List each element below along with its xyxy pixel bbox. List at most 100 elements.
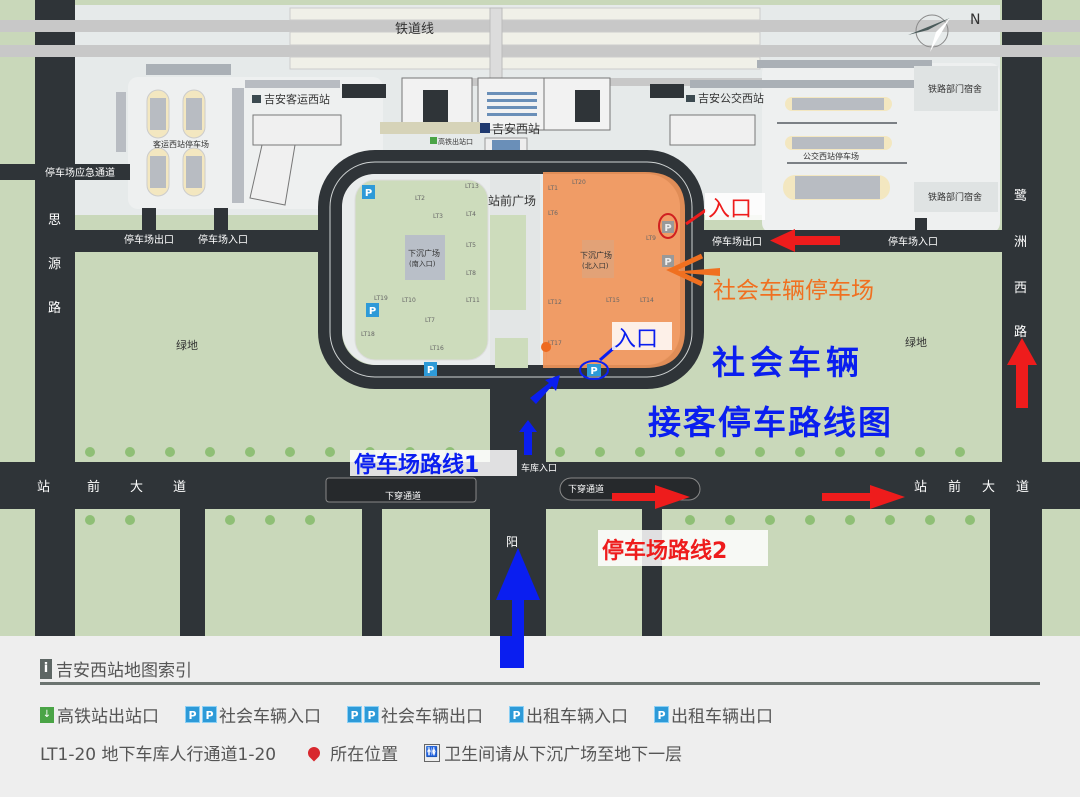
parking-icon: P xyxy=(347,706,362,723)
public-bus-station-label: 吉安公交西站 xyxy=(698,91,764,105)
railway xyxy=(0,7,1080,79)
left-road-label: 源 xyxy=(48,257,61,272)
svg-text:LT20: LT20 xyxy=(572,179,586,186)
left-lot-exit-label: 停车场出口 xyxy=(124,233,174,246)
entry-label-top: 入口 xyxy=(708,197,752,222)
legend-label: 所在位置 xyxy=(330,745,399,765)
route-1-label: 停车场路线1 xyxy=(354,452,479,478)
main-road-label: 前 xyxy=(948,479,961,495)
public-bus-parking-label: 公交西站停车场 xyxy=(803,151,859,161)
right-road-label: 鹭 xyxy=(1014,188,1027,204)
compass-icon xyxy=(908,14,950,52)
parking-icon: P xyxy=(185,706,200,723)
public-bus-bays xyxy=(777,97,907,200)
sunken-plaza-north-sub: (北入口) xyxy=(582,262,609,270)
svg-text:LT11: LT11 xyxy=(466,297,480,304)
location-pin-icon xyxy=(305,744,323,761)
left-road-label: 思 xyxy=(48,213,61,228)
right-road-label: 路 xyxy=(1014,324,1027,340)
svg-text:LT5: LT5 xyxy=(466,242,476,249)
legend-restroom: 🚻卫生间请从下沉广场至地下一层 xyxy=(424,740,682,765)
parking-icons: P P P P P P xyxy=(362,185,674,377)
lt-markers: LT1 LT2 LT3 LT4 LT5 LT6 LT7 LT8 LT9 LT10… xyxy=(361,179,656,352)
svg-text:LT8: LT8 xyxy=(466,270,476,277)
jian-west-station-label: 吉安西站 xyxy=(492,121,540,136)
route-2-label: 停车场路线2 xyxy=(602,538,727,564)
svg-text:P: P xyxy=(664,223,671,234)
legend-title-text: 吉安西站地图索引 xyxy=(56,661,192,681)
legend-label: 出租车辆出口 xyxy=(671,707,773,727)
hsr-exit-label: 高铁出站口 xyxy=(438,137,473,146)
main-road-label: 大 xyxy=(130,480,143,495)
taxi-parking-icon: P xyxy=(654,706,669,723)
svg-text:LT10: LT10 xyxy=(402,297,416,304)
dorm-label-2: 铁路部门宿舍 xyxy=(928,191,982,203)
dorm-label-1: 铁路部门宿舍 xyxy=(928,83,982,95)
plaza-label: 站前广场 xyxy=(488,193,536,208)
svg-text:LT18: LT18 xyxy=(361,331,375,338)
legend-item-hsr-exit: ↓高铁站出站口 xyxy=(40,702,159,727)
south-road-label: 阳 xyxy=(506,535,518,549)
svg-text:LT9: LT9 xyxy=(646,235,656,242)
main-road-label: 站 xyxy=(37,480,50,495)
main-road-label: 站 xyxy=(914,480,927,495)
sunken-plaza-south-label: 下沉广场 xyxy=(408,248,440,258)
svg-text:LT4: LT4 xyxy=(466,211,476,218)
emergency-lane-label: 停车场应急通道 xyxy=(45,166,115,179)
legend-label: LT1-20 地下车库人行通道1-20 xyxy=(40,745,277,765)
svg-text:LT3: LT3 xyxy=(433,213,443,220)
info-icon: i xyxy=(40,658,52,679)
svg-text:P: P xyxy=(427,365,434,376)
svg-text:LT15: LT15 xyxy=(606,297,620,304)
entry-highlight-red xyxy=(658,213,678,239)
right-road-label: 洲 xyxy=(1014,235,1027,250)
svg-text:LT19: LT19 xyxy=(374,295,388,302)
legend-label: 社会车辆入口 xyxy=(219,707,321,727)
left-lot-entry-label: 停车场入口 xyxy=(198,233,248,246)
sunken-plaza-north-label: 下沉广场 xyxy=(580,250,612,260)
svg-text:P: P xyxy=(590,366,597,377)
legend-divider xyxy=(40,682,1040,685)
legend-title: i 吉安西站地图索引 xyxy=(40,656,192,681)
main-road-label: 大 xyxy=(982,480,995,495)
svg-text:LT14: LT14 xyxy=(640,297,654,304)
map-title-line2: 接客停车路线图 xyxy=(648,403,893,442)
bus-west-parking-label: 客运西站停车场 xyxy=(153,139,209,149)
legend-label: 卫生间请从下沉广场至地下一层 xyxy=(444,745,683,765)
parking-icon: P xyxy=(364,706,379,723)
svg-text:P: P xyxy=(365,188,372,199)
svg-text:LT2: LT2 xyxy=(415,195,425,202)
taxi-parking-icon: P xyxy=(509,706,524,723)
underpass-label-2: 下穿通道 xyxy=(568,483,604,495)
bus-west-station-label: 吉安客运西站 xyxy=(264,92,330,106)
route-arrows xyxy=(496,208,1037,640)
legend-lt-note: LT1-20 地下车库人行通道1-20 xyxy=(40,740,276,765)
svg-text:P: P xyxy=(369,306,376,317)
underpass-label-1: 下穿通道 xyxy=(385,490,421,502)
social-parking-label: 社会车辆停车场 xyxy=(713,278,874,304)
svg-text:LT6: LT6 xyxy=(548,210,558,217)
svg-text:LT13: LT13 xyxy=(465,183,479,190)
svg-text:LT12: LT12 xyxy=(548,299,562,306)
location-pin-icon xyxy=(541,342,552,364)
restroom-icon: 🚻 xyxy=(424,743,441,762)
right-lot-entry-label: 停车场入口 xyxy=(888,235,938,248)
svg-text:LT17: LT17 xyxy=(548,340,562,347)
main-road-label: 道 xyxy=(1016,480,1029,495)
svg-text:P: P xyxy=(664,257,671,268)
legend-label: 高铁站出站口 xyxy=(57,707,159,727)
entry-highlight-blue xyxy=(579,360,609,380)
main-road-label: 道 xyxy=(173,480,186,495)
right-road-label: 西 xyxy=(1014,281,1027,296)
svg-text:LT16: LT16 xyxy=(430,345,444,352)
station-map: 铁道线 N 客运西站停车场 吉安客运西站 吉安西站 高铁出站口 吉安公交西站 xyxy=(0,0,1080,640)
north-label: N xyxy=(970,12,980,28)
parking-icon: P xyxy=(202,706,217,723)
svg-text:LT1: LT1 xyxy=(548,185,558,192)
legend-label: 社会车辆出口 xyxy=(381,707,483,727)
right-lot-exit-label: 停车场出口 xyxy=(712,235,762,248)
garage-entry-label: 车库入口 xyxy=(521,462,557,474)
